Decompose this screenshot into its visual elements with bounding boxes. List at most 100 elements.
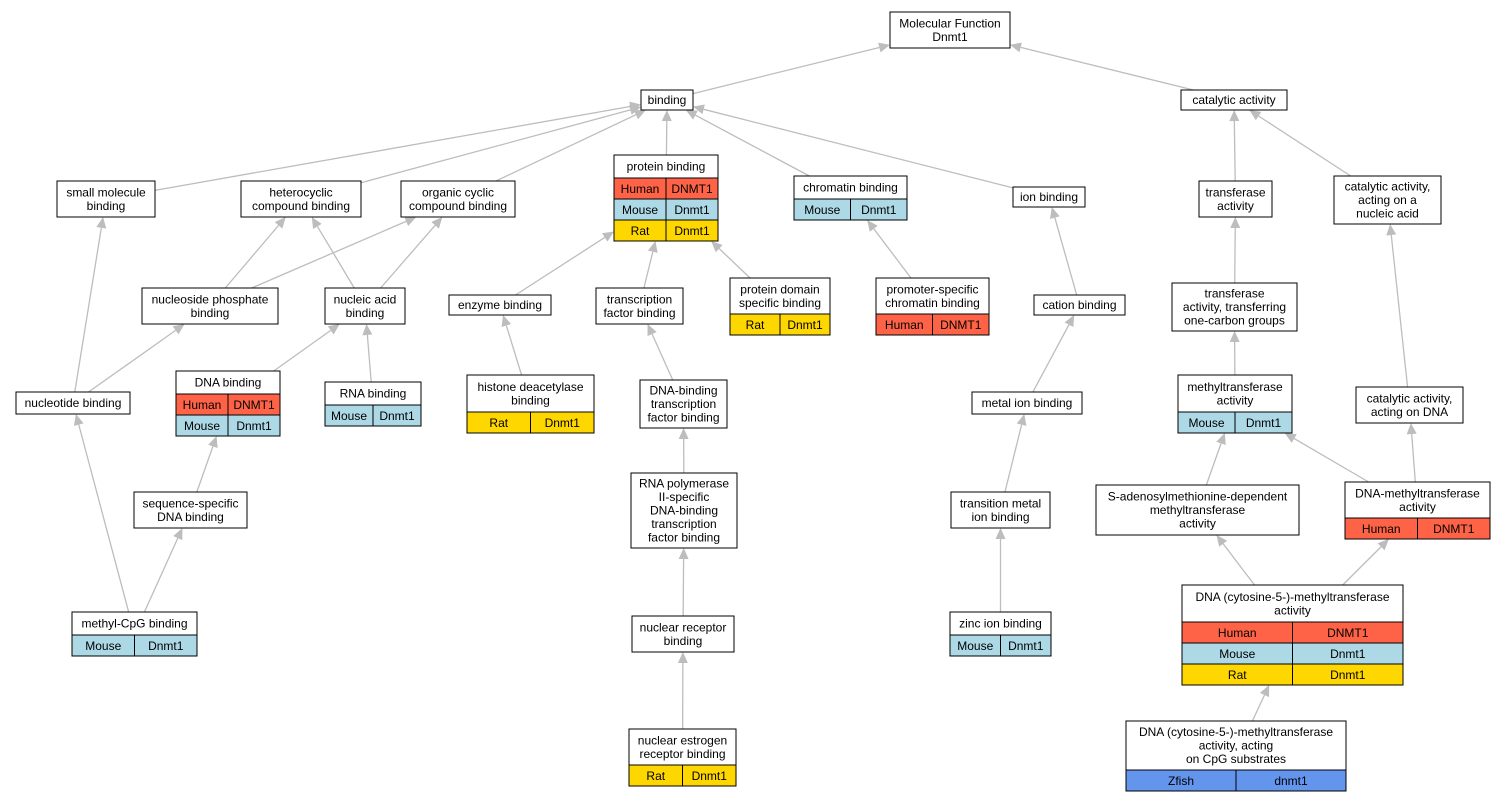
edge-line [154, 105, 631, 191]
term-label-line: organic cyclic [422, 185, 494, 199]
term-box [56, 180, 156, 218]
term-box [631, 615, 735, 653]
edge-heterocyclic-to-binding [360, 105, 641, 184]
arrowhead [1010, 42, 1022, 53]
arrowhead [693, 104, 705, 115]
term-label-line: metal ion binding [982, 396, 1073, 410]
go-term-cat-dna[interactable]: catalytic activity,acting on DNA [1355, 386, 1464, 424]
edge-line [495, 114, 637, 182]
go-term-dnmt-cpg[interactable]: DNA (cytosine-5-)-methyltransferaseactiv… [1125, 720, 1347, 792]
term-label-line: acting on a [1358, 193, 1417, 207]
term-label-line: activity, acting [1199, 739, 1273, 753]
arrowhead [602, 231, 614, 242]
term-box [1333, 175, 1442, 225]
edge-dna-binding-to-nucleic-acid [273, 324, 340, 372]
edge-line [1004, 424, 1023, 493]
term-label-line: DNA (cytosine-5-)-methyltransferase [1139, 725, 1333, 739]
edge-hdac-to-enzyme [501, 315, 523, 376]
edge-nuclear-receptor-to-rnap2-tf [678, 548, 689, 617]
go-term-rnap2-tf[interactable]: RNA polymeraseII-specificDNA-bindingtran… [630, 472, 738, 549]
go-term-enzyme[interactable]: enzyme binding [448, 294, 552, 316]
edge-line [1251, 694, 1266, 722]
go-term-ion[interactable]: ion binding [1012, 186, 1086, 208]
edge-line [1390, 234, 1409, 388]
arrowhead [1216, 535, 1228, 547]
arrowhead [878, 42, 890, 53]
gene-symbol: Dnmt1 [1330, 647, 1366, 661]
term-box [889, 11, 1011, 49]
species-name: Human [885, 318, 924, 332]
term-label-line: RNA polymerase [639, 477, 729, 491]
species-name: Mouse [1219, 647, 1255, 661]
gene-symbol: DNMT1 [1433, 522, 1475, 536]
term-label-line: ion binding [1020, 190, 1078, 204]
term-label-line: nuclear estrogen [638, 733, 727, 747]
go-term-sam-mt[interactable]: S-adenosylmethionine-dependentmethyltran… [1095, 484, 1300, 536]
arrowhead [1216, 433, 1226, 446]
species-name: Rat [489, 416, 508, 430]
term-box [15, 391, 131, 415]
go-term-binding[interactable]: binding [640, 89, 694, 111]
gene-symbol: Dnmt1 [148, 639, 184, 653]
go-term-catalytic[interactable]: catalytic activity [1180, 89, 1288, 111]
term-label-line: DNA-binding [650, 504, 718, 518]
edge-line [360, 109, 631, 184]
term-label-line: chromatin binding [803, 181, 898, 195]
term-label-line: sequence-specific [142, 496, 238, 510]
edge-line [515, 236, 606, 296]
edge-line [366, 334, 372, 383]
edge-chromatin-to-binding [685, 110, 810, 177]
edge-line [251, 220, 407, 289]
gene-cell [850, 198, 908, 221]
species-name: Human [183, 398, 222, 412]
term-label-line: nucleoside phosphate [152, 292, 269, 306]
arrowhead [678, 428, 689, 440]
gene-symbol: Dnmt1 [861, 203, 897, 217]
edge-zinc-to-transition-metal [995, 528, 1006, 612]
term-label-line: transcription [651, 397, 716, 411]
edge-line [643, 251, 654, 289]
gene-symbol: DNMT1 [671, 182, 713, 196]
go-term-nucleotide[interactable]: nucleotide binding [15, 391, 131, 415]
gene-symbol: Dnmt1 [1246, 416, 1282, 430]
term-box [630, 472, 738, 549]
term-label-line: DNA-methyltransferase [1355, 486, 1480, 500]
go-term-cation[interactable]: cation binding [1033, 294, 1126, 316]
go-term-metal-ion[interactable]: metal ion binding [971, 391, 1083, 415]
edge-transf-onecarbon-to-transferase [1230, 217, 1241, 284]
term-label-line: methyltransferase [1150, 503, 1246, 517]
edge-line [74, 227, 102, 393]
edge-nucleic-acid-to-heterocyclic [311, 217, 355, 289]
edge-line [703, 108, 1014, 189]
term-label-line: transition metal [960, 496, 1041, 510]
edge-line [1032, 324, 1070, 393]
go-term-dnmt-c5[interactable]: DNA (cytosine-5-)-methyltransferaseactiv… [1181, 584, 1404, 686]
term-box [1095, 484, 1300, 536]
